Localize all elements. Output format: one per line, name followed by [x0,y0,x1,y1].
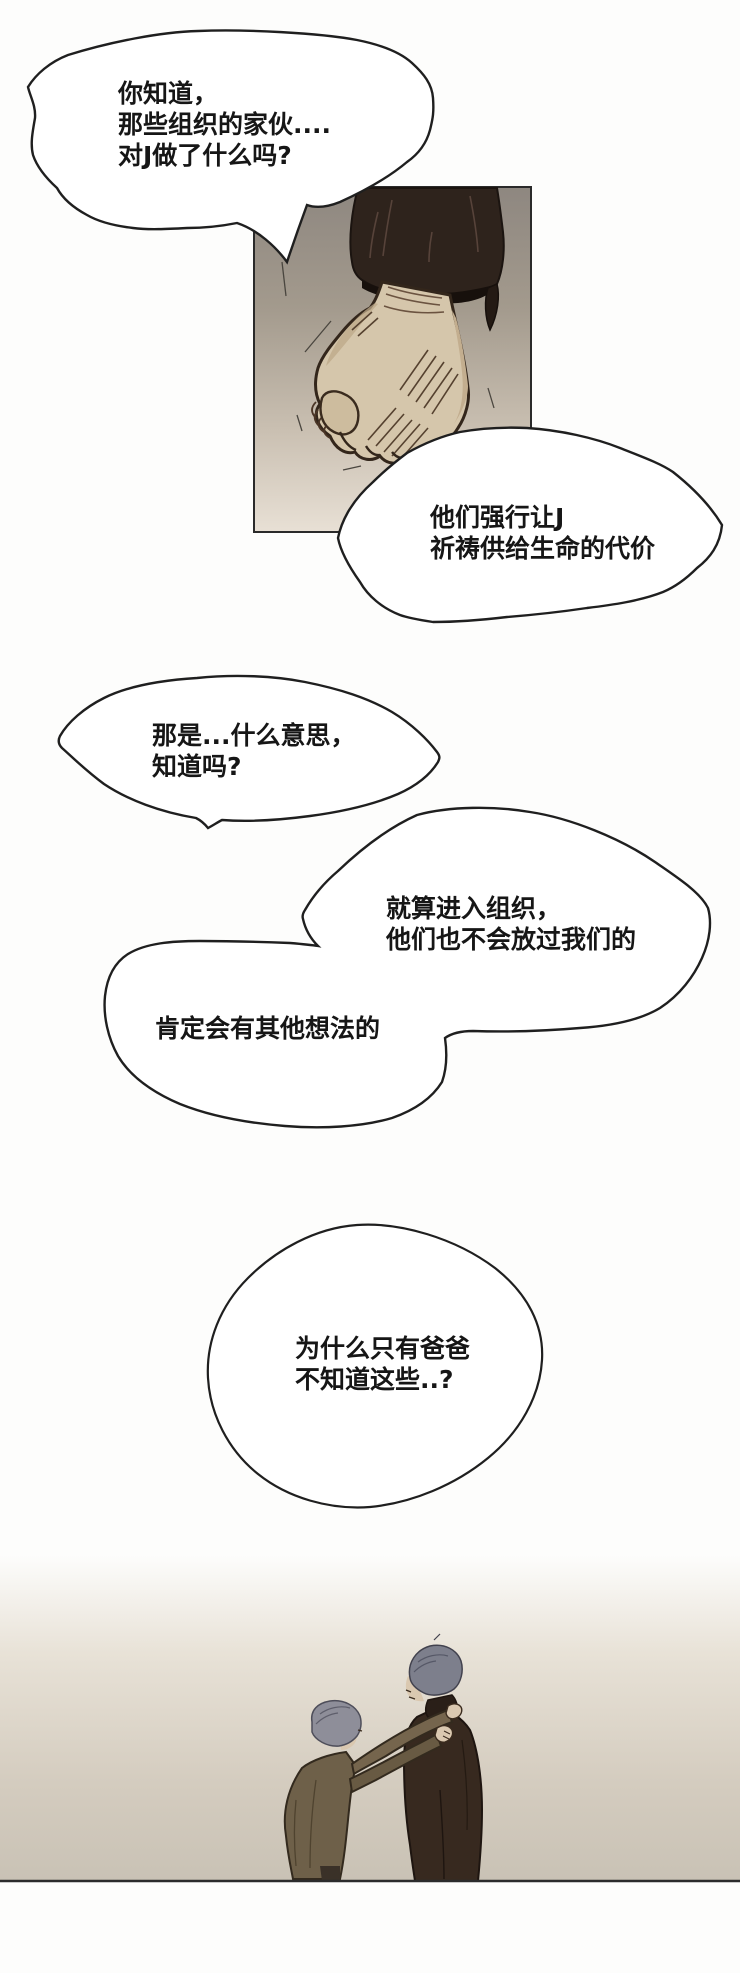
speech-bubble-4-text: 就算进入组织， 他们也不会放过我们的 [386,893,636,955]
coat-fold [439,1789,445,1880]
speech-line: 知道吗? [152,752,242,781]
sleeve-shape [349,187,505,299]
speech-bubble-3-text: 那是...什么意思， 知道吗? [152,720,356,782]
speech-bubble-2-shape [336,426,724,624]
fingers [442,1730,451,1740]
nose-line [357,1729,363,1732]
coat-fold [461,1739,468,1831]
speech-bubble-1-shape [26,29,435,265]
speech-line: 那是...什么意思， [152,721,356,750]
thumb-curl [319,390,360,436]
hand-shadow-right [452,310,468,424]
arm-lower [348,1732,443,1794]
sweater-folds [293,1779,317,1869]
speech-line: 那些组织的家伙.... [118,110,331,139]
speech-bubble-2-text: 他们强行让J 祈祷供给生命的代价 [430,502,655,564]
hand-on-chest [434,1724,454,1743]
cuff-fold [484,282,500,332]
hand-on-shoulder [445,1703,463,1720]
hair-spike [433,1633,441,1641]
speech-bubble-6-shape [206,1223,544,1509]
speech-line: 他们强行让J [430,503,565,532]
wrist-creases [383,286,445,314]
hair-strands [315,1706,351,1725]
wall-gradient [0,1555,740,1881]
hair [408,1644,463,1696]
short-man-figure [283,1699,463,1881]
face-lines [405,1689,416,1700]
speech-bubble-3-shape [57,674,441,830]
bottom-scene [0,1555,740,1883]
hair-strands [413,1654,449,1673]
speech-line: 为什么只有爸爸 [295,1334,471,1363]
speech-line: 你知道， [118,79,219,108]
speech-line: 对J做了什么吗? [118,141,292,170]
speech-line: 肯定会有其他想法的 [155,1014,381,1043]
clenched-fist [311,280,470,465]
speech-bubble-1-text: 你知道， 那些组织的家伙.... 对J做了什么吗? [118,78,331,171]
speech-line: 祈祷供给生命的代价 [430,534,656,563]
scratch-marks [281,261,495,471]
speech-line: 他们也不会放过我们的 [386,925,637,954]
sweater-body [283,1750,358,1880]
speech-line: 就算进入组织， [386,894,562,923]
speech-bubbles [26,29,724,1509]
speech-bubble-4-5-shape [103,806,712,1129]
speech-line: 不知道这些..? [295,1365,454,1394]
thumb-ridges [311,401,331,439]
face [405,1676,424,1702]
legs [320,1866,340,1881]
speech-bubble-6-text: 为什么只有爸爸 不知道这些..? [295,1333,470,1395]
speech-bubble-5-text: 肯定会有其他想法的 [155,1013,380,1044]
sleeve-creases [369,195,479,263]
